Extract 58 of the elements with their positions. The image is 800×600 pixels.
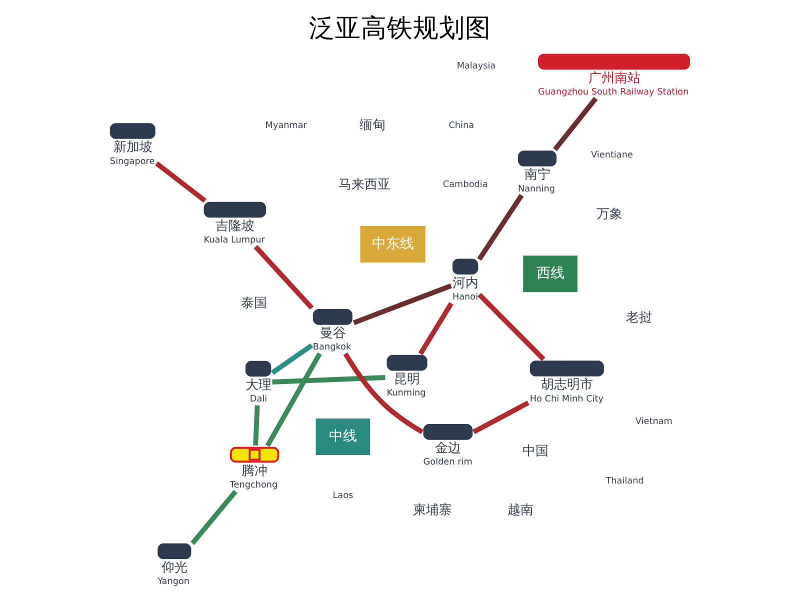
label: Vientiane (591, 150, 633, 161)
label: Cambodia (442, 180, 488, 190)
label: Malaysia (456, 62, 496, 72)
connector (265, 352, 322, 448)
label: 柬埔寨 (412, 503, 452, 518)
node-label: 金边 (435, 441, 462, 456)
connector (418, 302, 454, 356)
connector (352, 284, 452, 326)
connector (472, 400, 530, 434)
node-label: 曼谷 (320, 326, 346, 342)
node-label: 胡志明市 (541, 378, 594, 393)
connector (553, 96, 598, 152)
node-label: Nanning (518, 184, 556, 194)
node-label: 腾冲 (242, 464, 268, 479)
node-label: 新加坡 (113, 140, 152, 156)
node-label: Kuala Lumpur (204, 236, 265, 246)
label: China (448, 120, 474, 131)
label: 马来西亚 (338, 177, 391, 192)
node-label: Tengchong (230, 480, 278, 491)
diagram-title: 泛亚高铁规划图 (309, 14, 491, 44)
label: 泰国 (241, 296, 268, 311)
connector (477, 194, 524, 261)
node-box: 中东线 (360, 226, 426, 262)
node-label: 昆明 (394, 372, 420, 387)
node-label: 南宁 (524, 168, 550, 183)
connector (343, 352, 424, 434)
node-box: 中线 (316, 418, 370, 455)
label: 中国 (522, 444, 548, 459)
connector (155, 161, 206, 203)
node-label: Dali (250, 394, 268, 405)
connector (272, 375, 386, 384)
node-label: 吉隆坡 (216, 218, 255, 234)
connector (270, 343, 314, 375)
node-label: Yangon (158, 577, 190, 588)
label: 缅甸 (360, 118, 386, 134)
label: 老挝 (626, 310, 652, 326)
node-label: Guangzhou South Railway Station (538, 87, 689, 98)
connector (478, 292, 546, 361)
node-label: Golden rim (423, 458, 472, 468)
node-label: Ho Chi Minh City (530, 394, 604, 404)
label: 越南 (508, 503, 534, 518)
connector (253, 405, 260, 446)
node-label: Bangkok (312, 342, 352, 353)
node-label: 大理 (245, 378, 272, 393)
node-label: 河内 (452, 276, 478, 291)
node-label: Singapore (110, 156, 155, 167)
node-label: 广州南站 (588, 70, 640, 86)
node-box: 西线 (523, 256, 578, 292)
label: Thailand (606, 476, 644, 486)
node-label: Hanoi (452, 292, 478, 302)
connector (190, 490, 238, 545)
node-label: 仰光 (162, 560, 188, 576)
label: Laos (332, 491, 354, 502)
label: Myanmar (265, 120, 308, 131)
connector (254, 244, 314, 310)
label: Vietnam (635, 417, 672, 428)
node-label: Kunming (386, 388, 426, 399)
label: 万象 (596, 206, 623, 222)
